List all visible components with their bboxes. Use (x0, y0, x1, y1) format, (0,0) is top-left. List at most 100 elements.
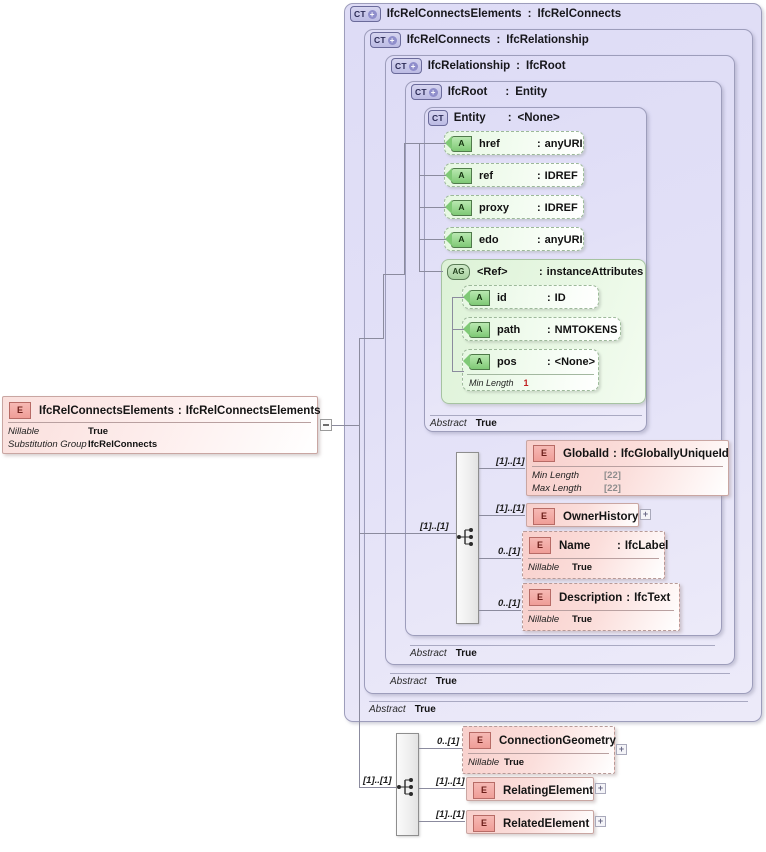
property-key: Nillable (528, 562, 560, 573)
ifcroot-abstract-separator (410, 645, 715, 646)
connector-group-id (452, 297, 464, 298)
element-properties-connectiongeometry: Nillable True (468, 756, 524, 769)
attribute-separator: : (537, 234, 541, 246)
property-key: Min Length (532, 470, 580, 481)
connector-seq-connectiongeometry (419, 748, 462, 749)
cardinality-globalid: [1]..[1] (496, 456, 525, 467)
cardinality-connectiongeometry: 0..[1] (437, 736, 460, 747)
element-separator-name (528, 558, 659, 559)
element-name: Description (559, 591, 623, 604)
element-name: ConnectionGeometry (499, 734, 616, 747)
container-type: Entity (515, 86, 548, 98)
property-row-nillable: Nillable True (468, 756, 524, 769)
attribute-icon: A (445, 232, 472, 248)
container-heading-entity: CT Entity : <None> (428, 110, 560, 126)
attribute-row-ref: A ref : IDREF (445, 168, 578, 184)
root-element-box[interactable] (2, 396, 318, 454)
element-separator: : (617, 539, 621, 552)
abstract-row-ifcrelconnects: Abstract True (369, 704, 436, 715)
element-type: IfcGloballyUniqueId (620, 447, 729, 460)
element-title-description: E Description : IfcText (529, 589, 670, 606)
element-name: GlobalId (563, 447, 609, 460)
element-expand-ownerhistory[interactable]: + (640, 509, 651, 520)
root-element-title: E IfcRelConnectsElements : IfcRelConnect… (9, 402, 321, 419)
property-value: IfcRelConnects (88, 439, 158, 450)
attribute-pos-separator (467, 374, 594, 375)
element-box-globalid[interactable] (526, 440, 729, 496)
root-element-name: IfcRelConnectsElements (39, 404, 174, 417)
cardinality-ownerhistory: [1]..[1] (496, 503, 525, 514)
complextype-icon: CT (428, 110, 448, 126)
connector-attr-href (404, 143, 446, 144)
complextype-expandable-icon: CT+ (370, 32, 401, 48)
container-heading-ifcrelconnects: CT+ IfcRelConnects : IfcRelationship (370, 32, 589, 48)
connector-seq-relatingelement (419, 788, 465, 789)
container-name: IfcRoot (447, 86, 488, 98)
connector-group-members-spine (452, 297, 453, 371)
connector-attr-inner (404, 143, 405, 275)
connector-sequence-root-in (414, 533, 456, 534)
element-expand-relatingelement[interactable]: + (595, 783, 606, 794)
attribute-group-icon: AG (447, 264, 470, 280)
element-properties-globalid: Min Length [22] Max Length [22] (532, 469, 621, 495)
attribute-icon: A (445, 168, 472, 184)
attribute-icon: A (463, 354, 490, 370)
root-element-type: IfcRelConnectsElements (185, 404, 321, 417)
sequence-icon (456, 526, 478, 548)
element-title-connectiongeometry: E ConnectionGeometry (469, 732, 616, 749)
container-name: IfcRelationship (427, 60, 511, 72)
connector-seq-description (479, 610, 521, 611)
sequence-bar-bottom[interactable] (396, 733, 419, 836)
connector-seq-name (479, 558, 521, 559)
element-title-relatingelement: E RelatingElement (473, 782, 593, 799)
cardinality-name: 0..[1] (498, 546, 521, 557)
element-icon: E (9, 402, 31, 419)
property-value: True (572, 562, 593, 573)
attribute-row-pos: A pos : <None> (463, 354, 595, 370)
container-name: IfcRelConnects (406, 34, 491, 46)
container-name: Entity (453, 112, 486, 124)
attribute-separator: : (547, 292, 551, 304)
facet-key: Min Length (469, 378, 514, 388)
element-name: Name (559, 539, 591, 552)
attribute-name: href (479, 138, 500, 150)
element-icon: E (533, 508, 555, 525)
property-key: Nillable (468, 757, 500, 768)
container-name: IfcRelConnectsElements (386, 8, 522, 20)
element-expand-relatedelement[interactable]: + (595, 816, 606, 827)
element-expand-connectiongeometry[interactable]: + (616, 744, 627, 755)
container-separator: : (496, 34, 501, 46)
property-row-max-length: Max Length [22] (532, 482, 621, 495)
attribute-type: ID (554, 292, 566, 304)
property-row-nillable: Nillable True (8, 425, 157, 438)
property-value: [22] (604, 483, 621, 494)
sequence-bar-root[interactable] (456, 452, 479, 624)
element-separator-connectiongeometry (468, 753, 609, 754)
cardinality-sequence-bottom: [1]..[1] (363, 775, 392, 786)
abstract-key: Abstract (390, 676, 427, 687)
element-type: IfcText (634, 591, 671, 604)
connector-attr-branch (383, 274, 384, 339)
element-separator: : (626, 591, 631, 604)
cardinality-relatedelement: [1]..[1] (436, 809, 465, 820)
container-type: IfcRelationship (506, 34, 589, 46)
attribute-name: proxy (479, 202, 509, 214)
attribute-box-href[interactable] (444, 131, 584, 155)
element-icon: E (473, 815, 495, 832)
attribute-name: id (497, 292, 507, 304)
attribute-row-href: A href : anyURI (445, 136, 583, 152)
property-key: Nillable (528, 614, 560, 625)
attribute-group-type: instanceAttributes (546, 266, 644, 278)
abstract-value: True (435, 676, 457, 687)
attribute-separator: : (537, 138, 541, 150)
complextype-expandable-icon: CT+ (411, 84, 442, 100)
attribute-type: NMTOKENS (554, 324, 618, 336)
connector-seq-relatedelement (419, 821, 465, 822)
attribute-name: path (497, 324, 521, 336)
connector-to-sequence-root (359, 533, 414, 534)
property-value: True (504, 757, 525, 768)
connector-seq-ownerhistory (479, 515, 525, 516)
root-element-collapse-toggle[interactable] (320, 419, 332, 431)
abstract-row-ifcrelationship: Abstract True (390, 676, 457, 687)
element-title-name: E Name : IfcLabel (529, 537, 668, 554)
